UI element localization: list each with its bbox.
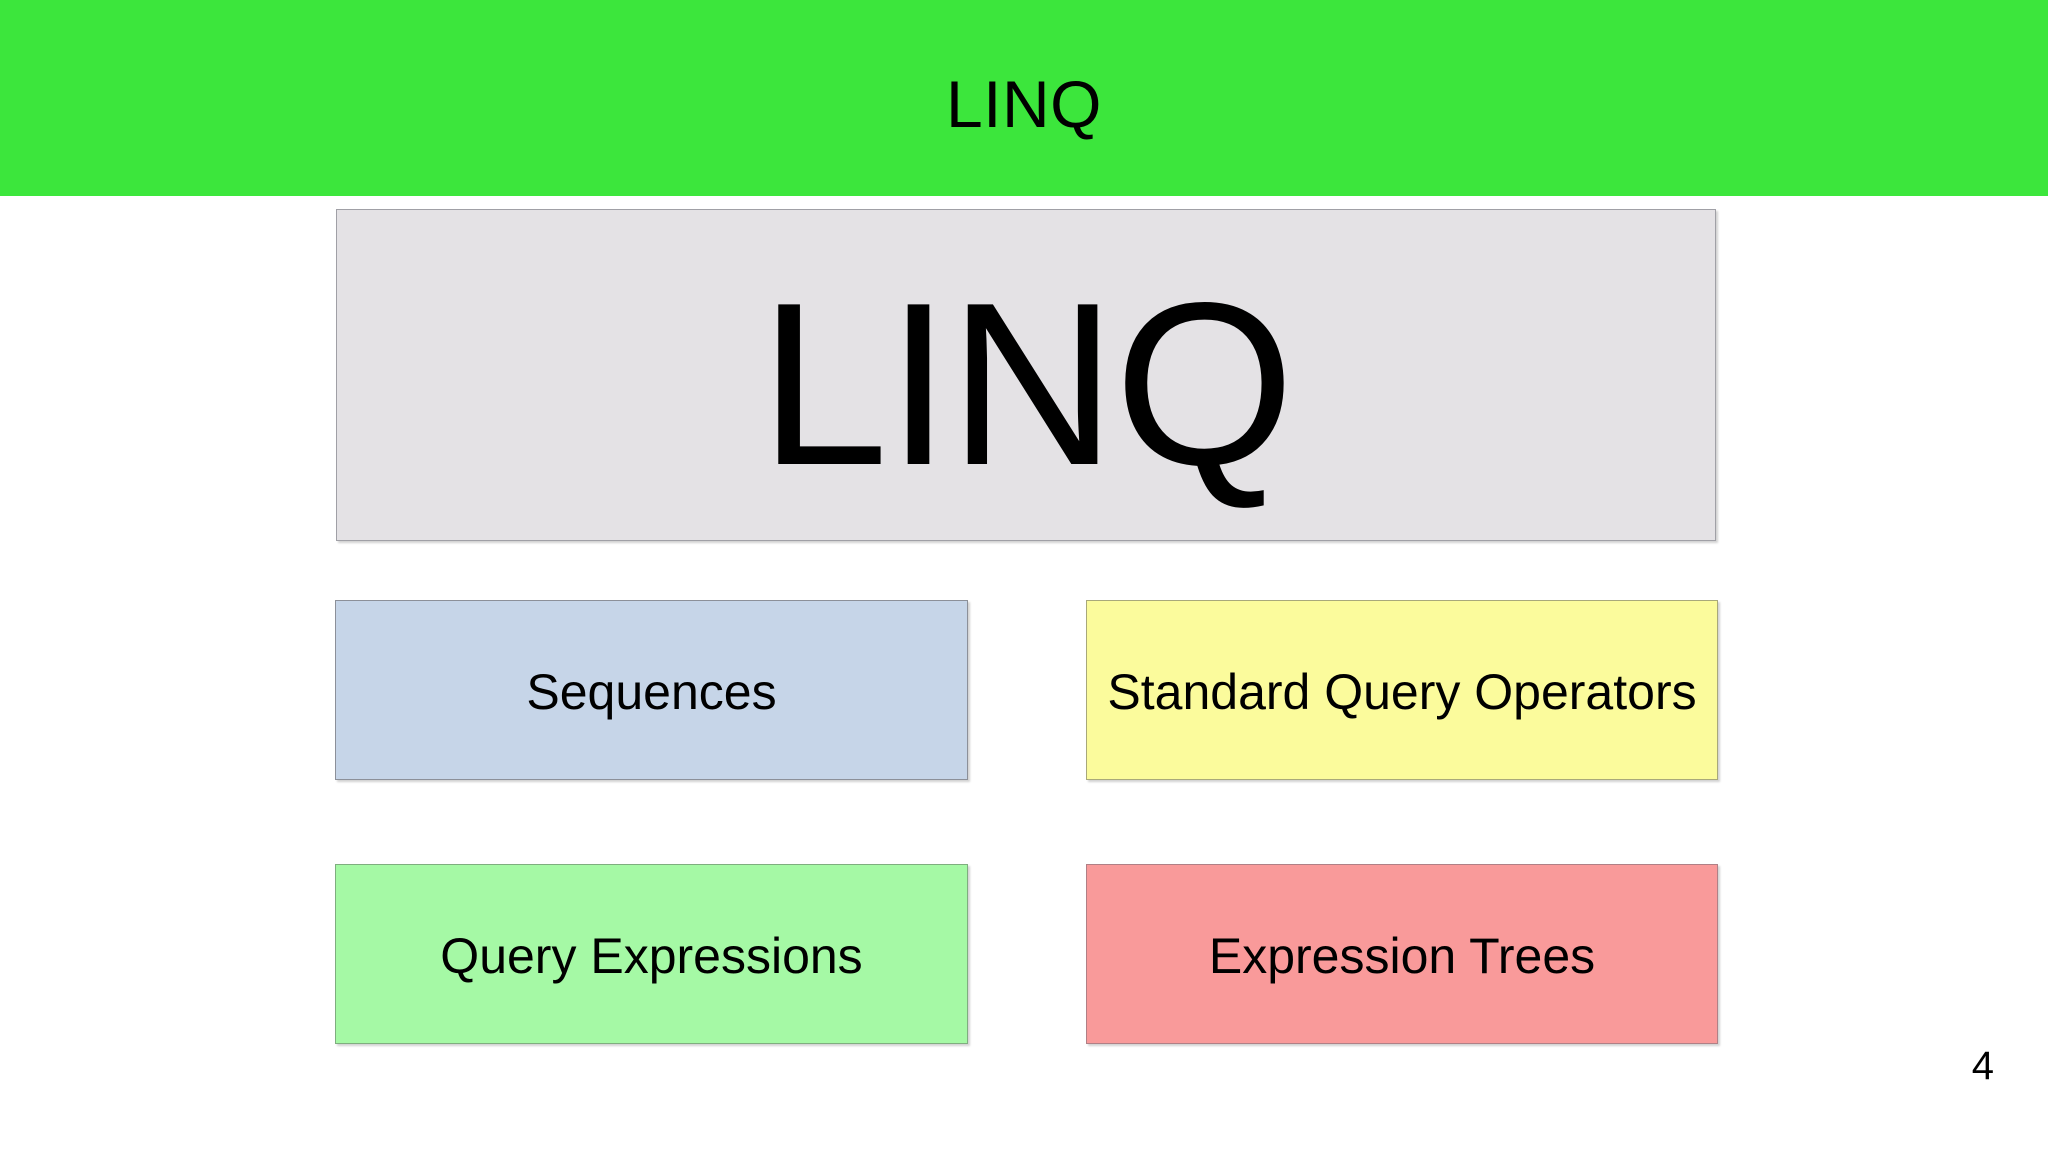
concept-label-standard-query-operators: Standard Query Operators	[1107, 664, 1697, 720]
slide-header-title: LINQ	[945, 67, 1103, 141]
linq-hero-box: LINQ	[336, 209, 1716, 541]
concept-label-sequences: Sequences	[526, 664, 777, 720]
concept-box-query-expressions: Query Expressions	[335, 864, 968, 1044]
concept-box-sequences: Sequences	[335, 600, 968, 780]
linq-hero-label: LINQ	[759, 255, 1294, 514]
slide-header-band: LINQ	[0, 0, 2048, 196]
concept-box-standard-query-operators: Standard Query Operators	[1086, 600, 1718, 780]
slide-page-number: 4	[1971, 1044, 1994, 1088]
concept-label-query-expressions: Query Expressions	[440, 928, 863, 984]
concept-box-expression-trees: Expression Trees	[1086, 864, 1718, 1044]
concept-label-expression-trees: Expression Trees	[1208, 928, 1596, 984]
